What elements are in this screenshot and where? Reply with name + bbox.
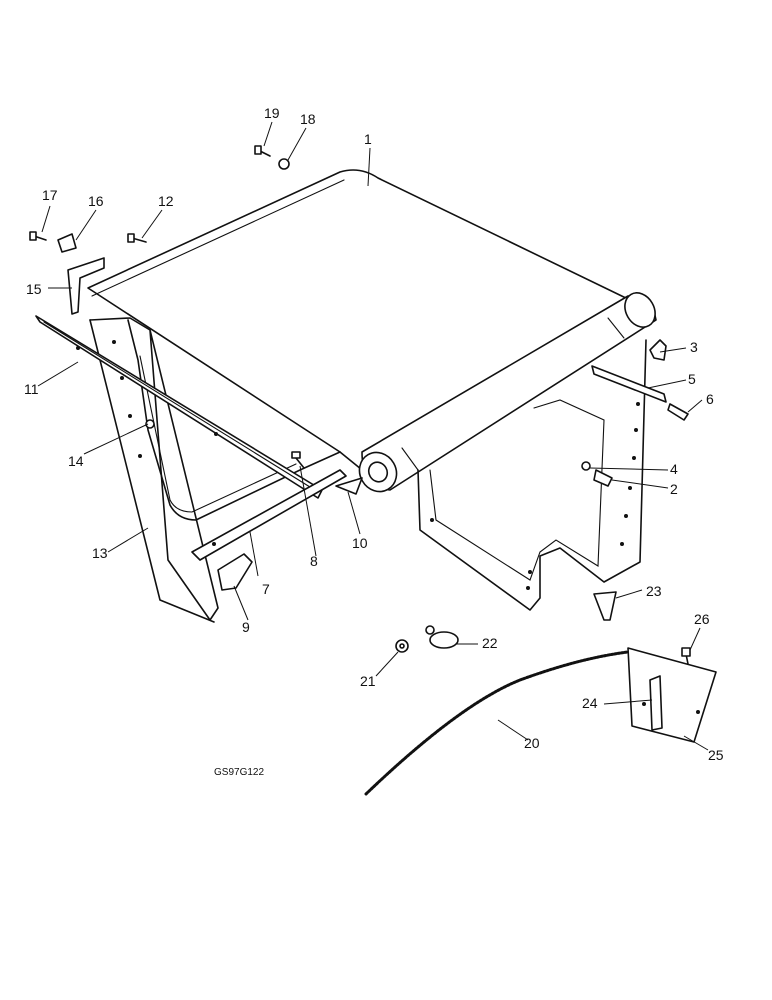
canopy-sheet bbox=[87, 169, 631, 479]
callout-21: 21 bbox=[360, 673, 376, 689]
callout-11: 11 bbox=[24, 381, 39, 397]
roller-tube bbox=[358, 292, 657, 493]
callout-6: 6 bbox=[706, 391, 714, 407]
hardware-items bbox=[29, 145, 691, 665]
callout-2: 2 bbox=[670, 481, 678, 497]
top-rail bbox=[35, 315, 323, 499]
callout-1: 1 bbox=[364, 131, 372, 147]
cable bbox=[364, 650, 630, 796]
left-side-panel bbox=[89, 317, 341, 623]
callout-17: 17 bbox=[42, 187, 58, 203]
callout-25: 25 bbox=[708, 747, 724, 763]
callout-3: 3 bbox=[690, 339, 698, 355]
callout-16: 16 bbox=[88, 193, 104, 209]
callout-15: 15 bbox=[26, 281, 42, 297]
right-cross-bar bbox=[591, 365, 667, 403]
leader-lines bbox=[37, 121, 709, 751]
cable-plate bbox=[627, 647, 717, 743]
callout-13: 13 bbox=[92, 545, 108, 561]
callout-24: 24 bbox=[582, 695, 598, 711]
callout-23: 23 bbox=[646, 583, 662, 599]
callout-26: 26 bbox=[694, 611, 710, 627]
callout-5: 5 bbox=[688, 371, 696, 387]
callout-18: 18 bbox=[300, 111, 316, 127]
figure-id-label: GS97G122 bbox=[214, 767, 264, 778]
callout-labels: 1 2 3 4 5 6 7 8 9 10 11 12 13 14 15 16 1… bbox=[24, 105, 724, 778]
callout-8: 8 bbox=[310, 553, 318, 569]
callout-4: 4 bbox=[670, 461, 678, 477]
right-side-panel bbox=[417, 339, 647, 611]
callout-10: 10 bbox=[352, 535, 368, 551]
lower-rail bbox=[191, 469, 347, 561]
callout-7: 7 bbox=[262, 581, 270, 597]
callout-22: 22 bbox=[482, 635, 498, 651]
callout-19: 19 bbox=[264, 105, 280, 121]
callout-9: 9 bbox=[242, 619, 250, 635]
callout-20: 20 bbox=[524, 735, 540, 751]
callout-12: 12 bbox=[158, 193, 174, 209]
callout-14: 14 bbox=[68, 453, 84, 469]
